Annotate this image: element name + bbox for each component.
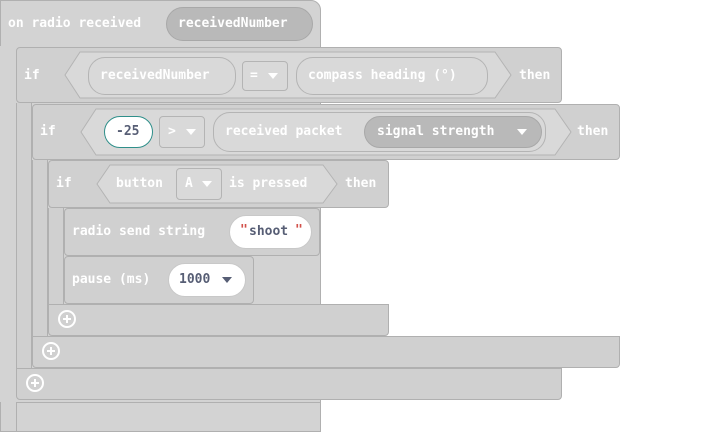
then-label-3: then [345,176,377,191]
then-label-2: then [577,124,609,139]
if-block-1-footer [16,368,562,400]
signal-strength-label: signal strength [377,124,495,139]
event-block-footer [16,402,321,432]
if-block-1-body [16,103,32,368]
is-pressed-label: is pressed [229,176,308,191]
received-number-variable-label: receivedNumber [100,68,210,83]
if-label-3: if [56,176,72,191]
if-label-2: if [40,124,56,139]
compass-heading-label: compass heading (°) [308,68,457,83]
received-number-param[interactable] [166,7,313,41]
greater-operator-label: > [168,124,176,139]
threshold-number-input[interactable] [104,116,153,148]
button-select-value: A [185,176,193,191]
send-string-input[interactable] [229,215,312,249]
greater-operator-dropdown[interactable] [159,116,205,148]
if-block-3-body [48,208,64,304]
received-number-variable[interactable] [88,57,236,95]
compare-operator-label: = [250,68,258,83]
send-string-value: shoot [249,224,289,239]
if-label-1: if [24,68,40,83]
then-label-1: then [519,68,551,83]
add-else-icon[interactable] [42,342,60,360]
add-else-icon[interactable] [26,374,44,392]
send-string-open-quote: " [240,223,248,238]
event-block-body [0,46,16,402]
if-block-2-footer [32,336,620,368]
signal-strength-dropdown[interactable] [364,116,542,148]
chevron-down-icon [186,129,196,135]
chevron-down-icon [222,277,232,283]
add-else-icon[interactable] [58,310,76,328]
received-number-param-label: receivedNumber [178,16,288,31]
button-select-dropdown[interactable] [176,168,222,200]
chevron-down-icon [517,129,527,135]
pause-duration-value: 1000 [179,272,211,287]
event-label: on radio received [8,16,142,31]
received-packet-label: received packet [225,124,343,139]
chevron-down-icon [202,181,212,187]
compare-operator-dropdown[interactable] [242,61,288,91]
compass-heading-reporter[interactable] [296,57,488,95]
chevron-down-icon [268,73,278,79]
if-block-3-footer [48,304,389,336]
pause-duration-dropdown[interactable] [168,263,246,297]
if-block-2-body [32,160,48,336]
button-label: button [116,176,163,191]
send-string-close-quote: " [295,223,303,238]
threshold-number-value: -25 [116,124,140,139]
radio-send-string-label: radio send string [72,224,206,239]
pause-label: pause (ms) [72,272,151,287]
